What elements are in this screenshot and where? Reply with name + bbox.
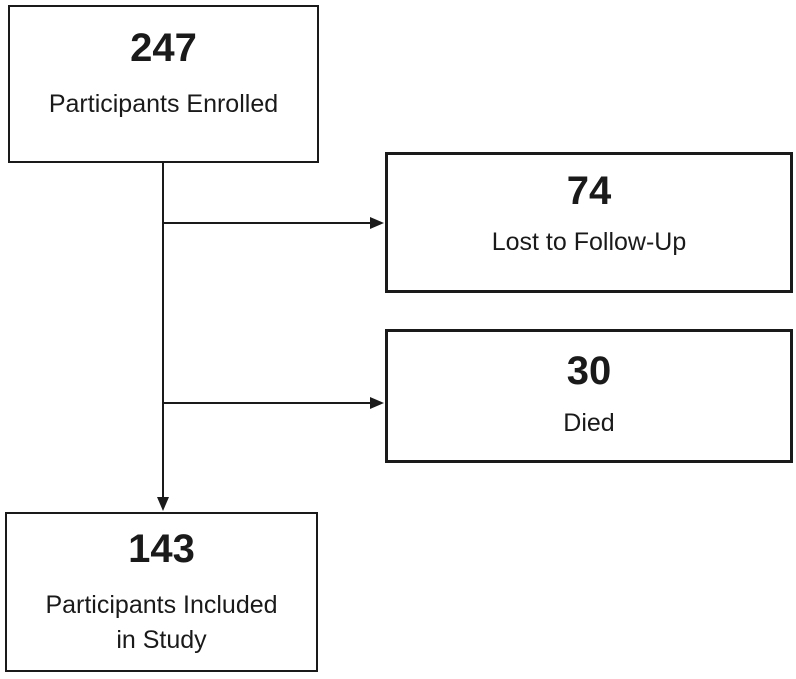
- died-count: 30: [566, 349, 612, 393]
- arrowhead-right-icon: [370, 397, 384, 409]
- flow-node-died: 30 Died: [385, 329, 793, 463]
- included-count: 143: [128, 527, 195, 571]
- arrowhead-down-icon: [157, 497, 169, 511]
- died-label: Died: [563, 409, 615, 437]
- enrolled-count: 247: [130, 26, 197, 70]
- flow-node-enrolled: 247 Participants Enrolled: [8, 5, 319, 163]
- arrowhead-right-icon: [370, 217, 384, 229]
- flow-node-included: 143 Participants Included in Study: [5, 512, 318, 672]
- included-label: Participants Included in Study: [45, 591, 278, 654]
- lost-label: Lost to Follow-Up: [491, 228, 687, 256]
- lost-count: 74: [566, 169, 612, 213]
- flow-node-lost-to-follow-up: 74 Lost to Follow-Up: [385, 152, 793, 293]
- enrolled-label: Participants Enrolled: [48, 90, 279, 118]
